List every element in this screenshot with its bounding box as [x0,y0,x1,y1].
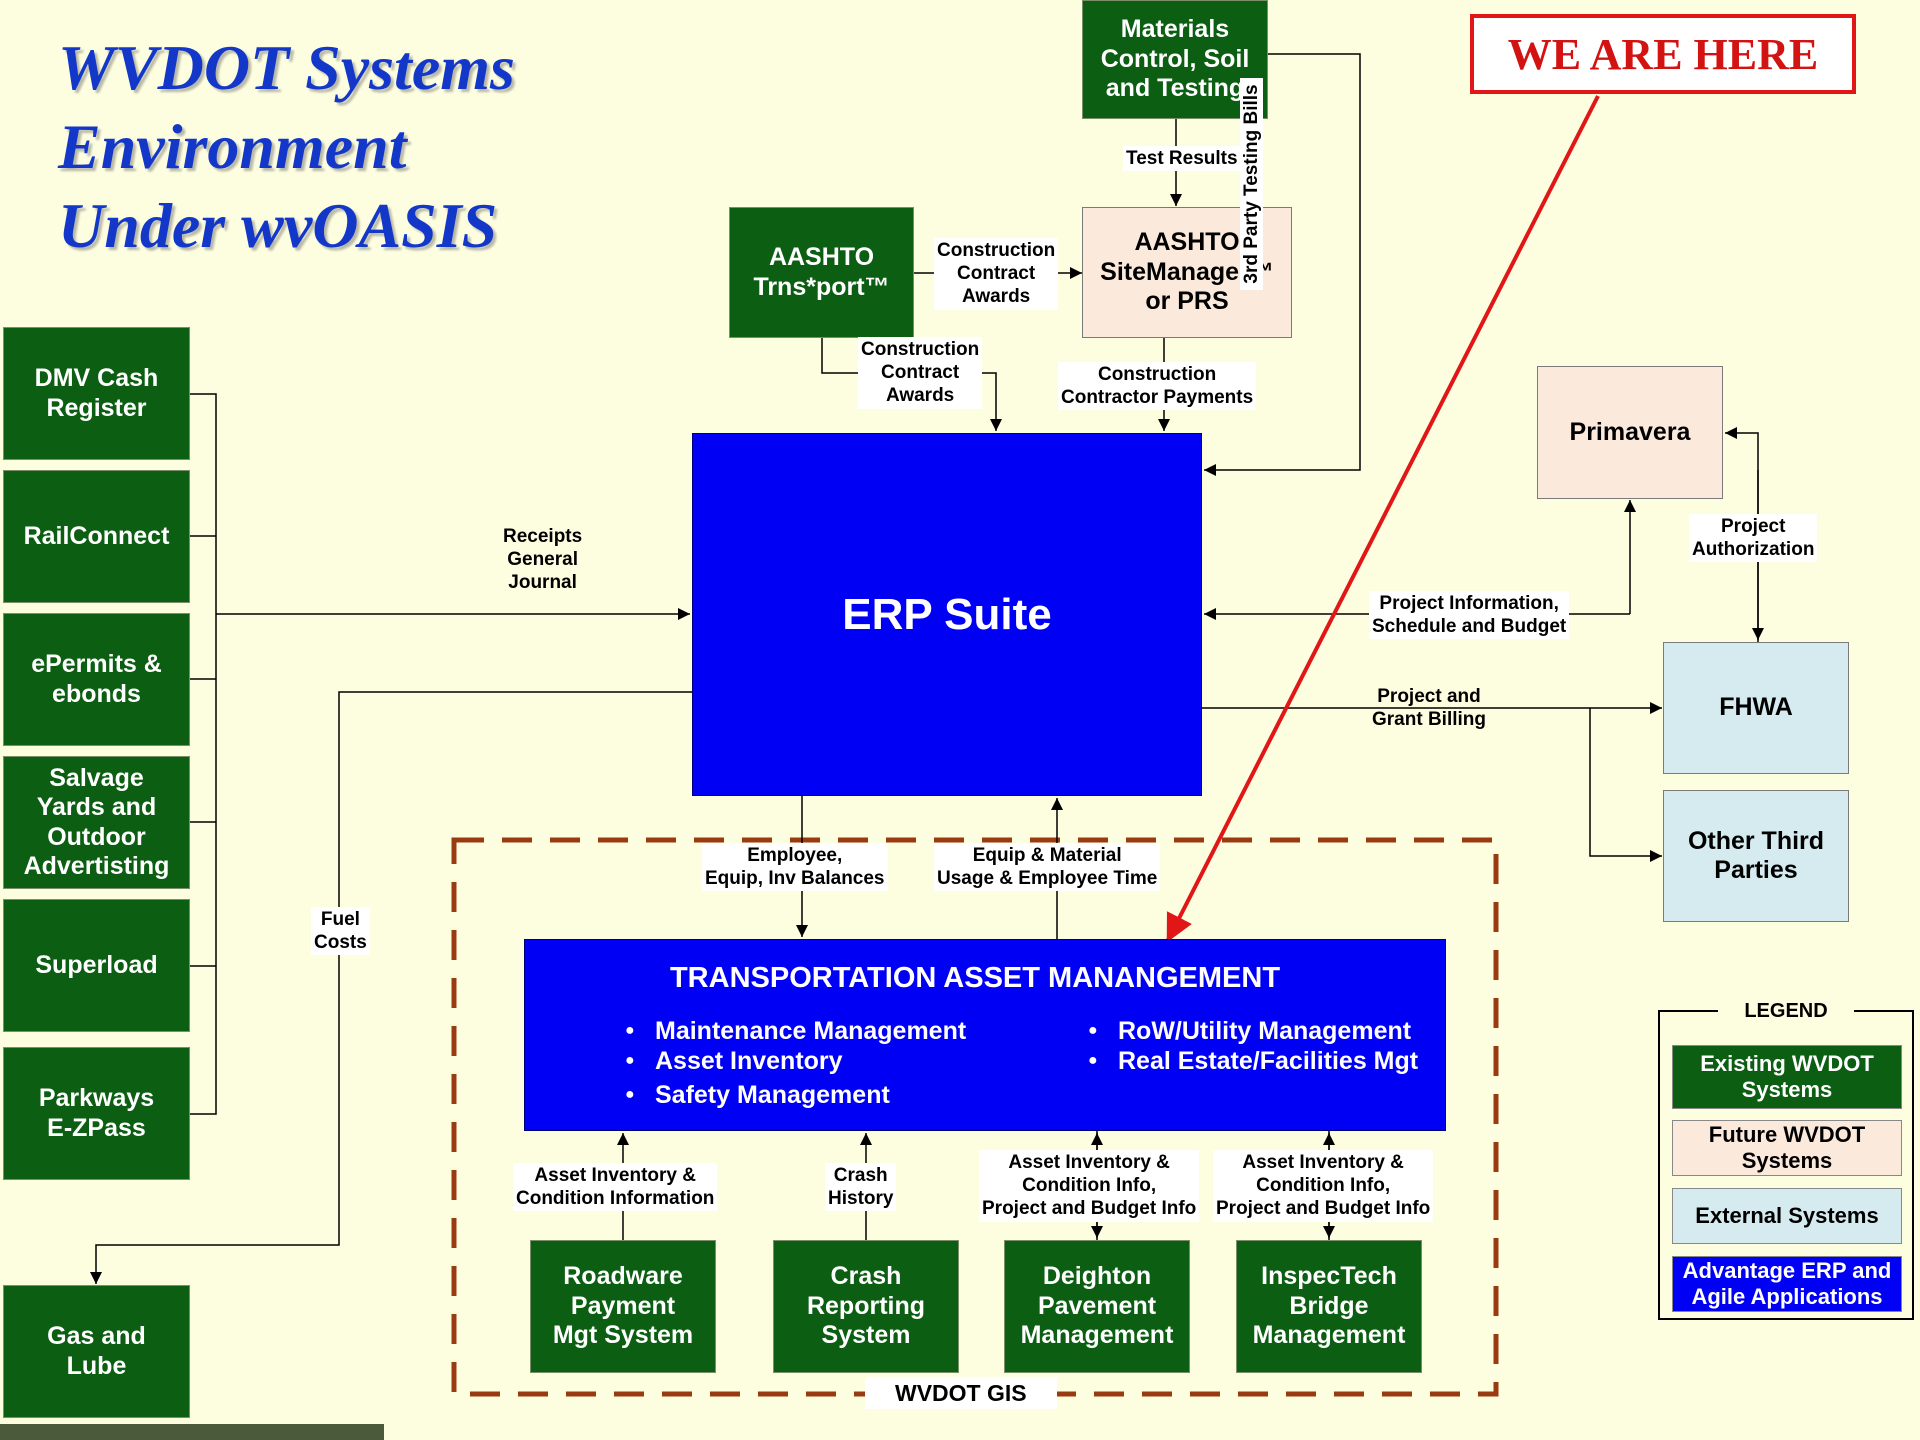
erp-suite-box: ERP Suite [692,433,1202,796]
legend-external: External Systems [1672,1188,1902,1244]
tam-bullets-right: RoW/Utility Management Real Estate/Facil… [1088,1016,1418,1076]
gas-and-lube-box: Gas and Lube [3,1285,190,1418]
gis-label: WVDOT GIS [865,1377,1057,1410]
flow-label-project-authorization: Project Authorization [1689,514,1818,563]
tam-bullet: Maintenance Management [625,1016,966,1046]
flow-label-employee-balances: Employee, Equip, Inv Balances [702,843,888,892]
tam-bullet: Asset Inventory [625,1046,966,1076]
flow-label-asset-condition: Asset Inventory & Condition Information [513,1163,718,1212]
flow-label-contractor-payments: Construction Contractor Payments [1058,362,1257,411]
salvage-yards-box: Salvage Yards and Outdoor Advertisting [3,756,190,889]
tam-bullet: RoW/Utility Management [1088,1016,1418,1046]
dmv-cash-register-box: DMV Cash Register [3,327,190,460]
flow-label-crash-history: Crash History [825,1163,897,1212]
epermits-box: ePermits & ebonds [3,613,190,746]
tam-title: TRANSPORTATION ASSET MANANGEMENT [669,962,1281,994]
callout-arrow [1166,95,1600,943]
legend-title: LEGEND [1718,1000,1854,1023]
fhwa-system-box: FHWA [1663,642,1849,774]
flow-label-project-info: Project Information, Schedule and Budget [1369,591,1570,640]
superload-box: Superload [3,899,190,1032]
page-title: WVDOT Systems Environment Under wvOASIS [58,32,515,261]
tam-bullets-left: Maintenance Management Asset Inventory S… [625,1016,966,1110]
other-third-parties-box: Other Third Parties [1663,790,1849,922]
roadware-box: Roadware Payment Mgt System [530,1240,716,1373]
flow-label-third-party: 3rd Party Testing Bills [1240,78,1264,290]
legend-existing: Existing WVDOT Systems [1672,1045,1902,1109]
flow-label-asset-project-deighton: Asset Inventory & Condition Info, Projec… [979,1150,1200,1222]
primavera-system-box: Primavera [1537,366,1723,499]
legend-erp: Advantage ERP and Agile Applications [1672,1256,1902,1312]
flow-label-equip-usage: Equip & Material Usage & Employee Time [934,843,1161,892]
third-party-label-text: 3rd Party Testing Bills [1241,84,1262,284]
flow-label-asset-project-inspectech: Asset Inventory & Condition Info, Projec… [1213,1150,1434,1222]
inspectech-box: InspecTech Bridge Management [1236,1240,1422,1373]
crash-reporting-box: Crash Reporting System [773,1240,959,1373]
materials-system-box: Materials Control, Soil and Testing [1082,0,1268,119]
deighton-box: Deighton Pavement Management [1004,1240,1190,1373]
tam-bullet: Real Estate/Facilities Mgt [1088,1046,1418,1076]
flow-label-grant-billing: Project and Grant Billing [1372,686,1486,731]
legend-future: Future WVDOT Systems [1672,1120,1902,1176]
we-are-here-callout: WE ARE HERE [1470,14,1856,94]
trnsport-system-box: AASHTO Trns*port™ [729,207,914,338]
tam-bullet: Safety Management [625,1080,966,1110]
flow-label-test-results: Test Results [1123,146,1241,172]
parkways-ezpass-box: Parkways E-ZPass [3,1047,190,1180]
legend: LEGEND Existing WVDOT Systems Future WVD… [1658,1000,1914,1320]
flow-label-receipts: Receipts General Journal [503,526,583,594]
transportation-asset-management-box: TRANSPORTATION ASSET MANANGEMENT Mainten… [524,939,1446,1131]
flow-label-construction-awards-right: Construction Contract Awards [934,238,1059,310]
railconnect-box: RailConnect [3,470,190,603]
flow-label-construction-awards-down: Construction Contract Awards [858,337,983,409]
photo-strip [0,1424,384,1440]
flow-label-fuel-costs: Fuel Costs [311,907,370,956]
